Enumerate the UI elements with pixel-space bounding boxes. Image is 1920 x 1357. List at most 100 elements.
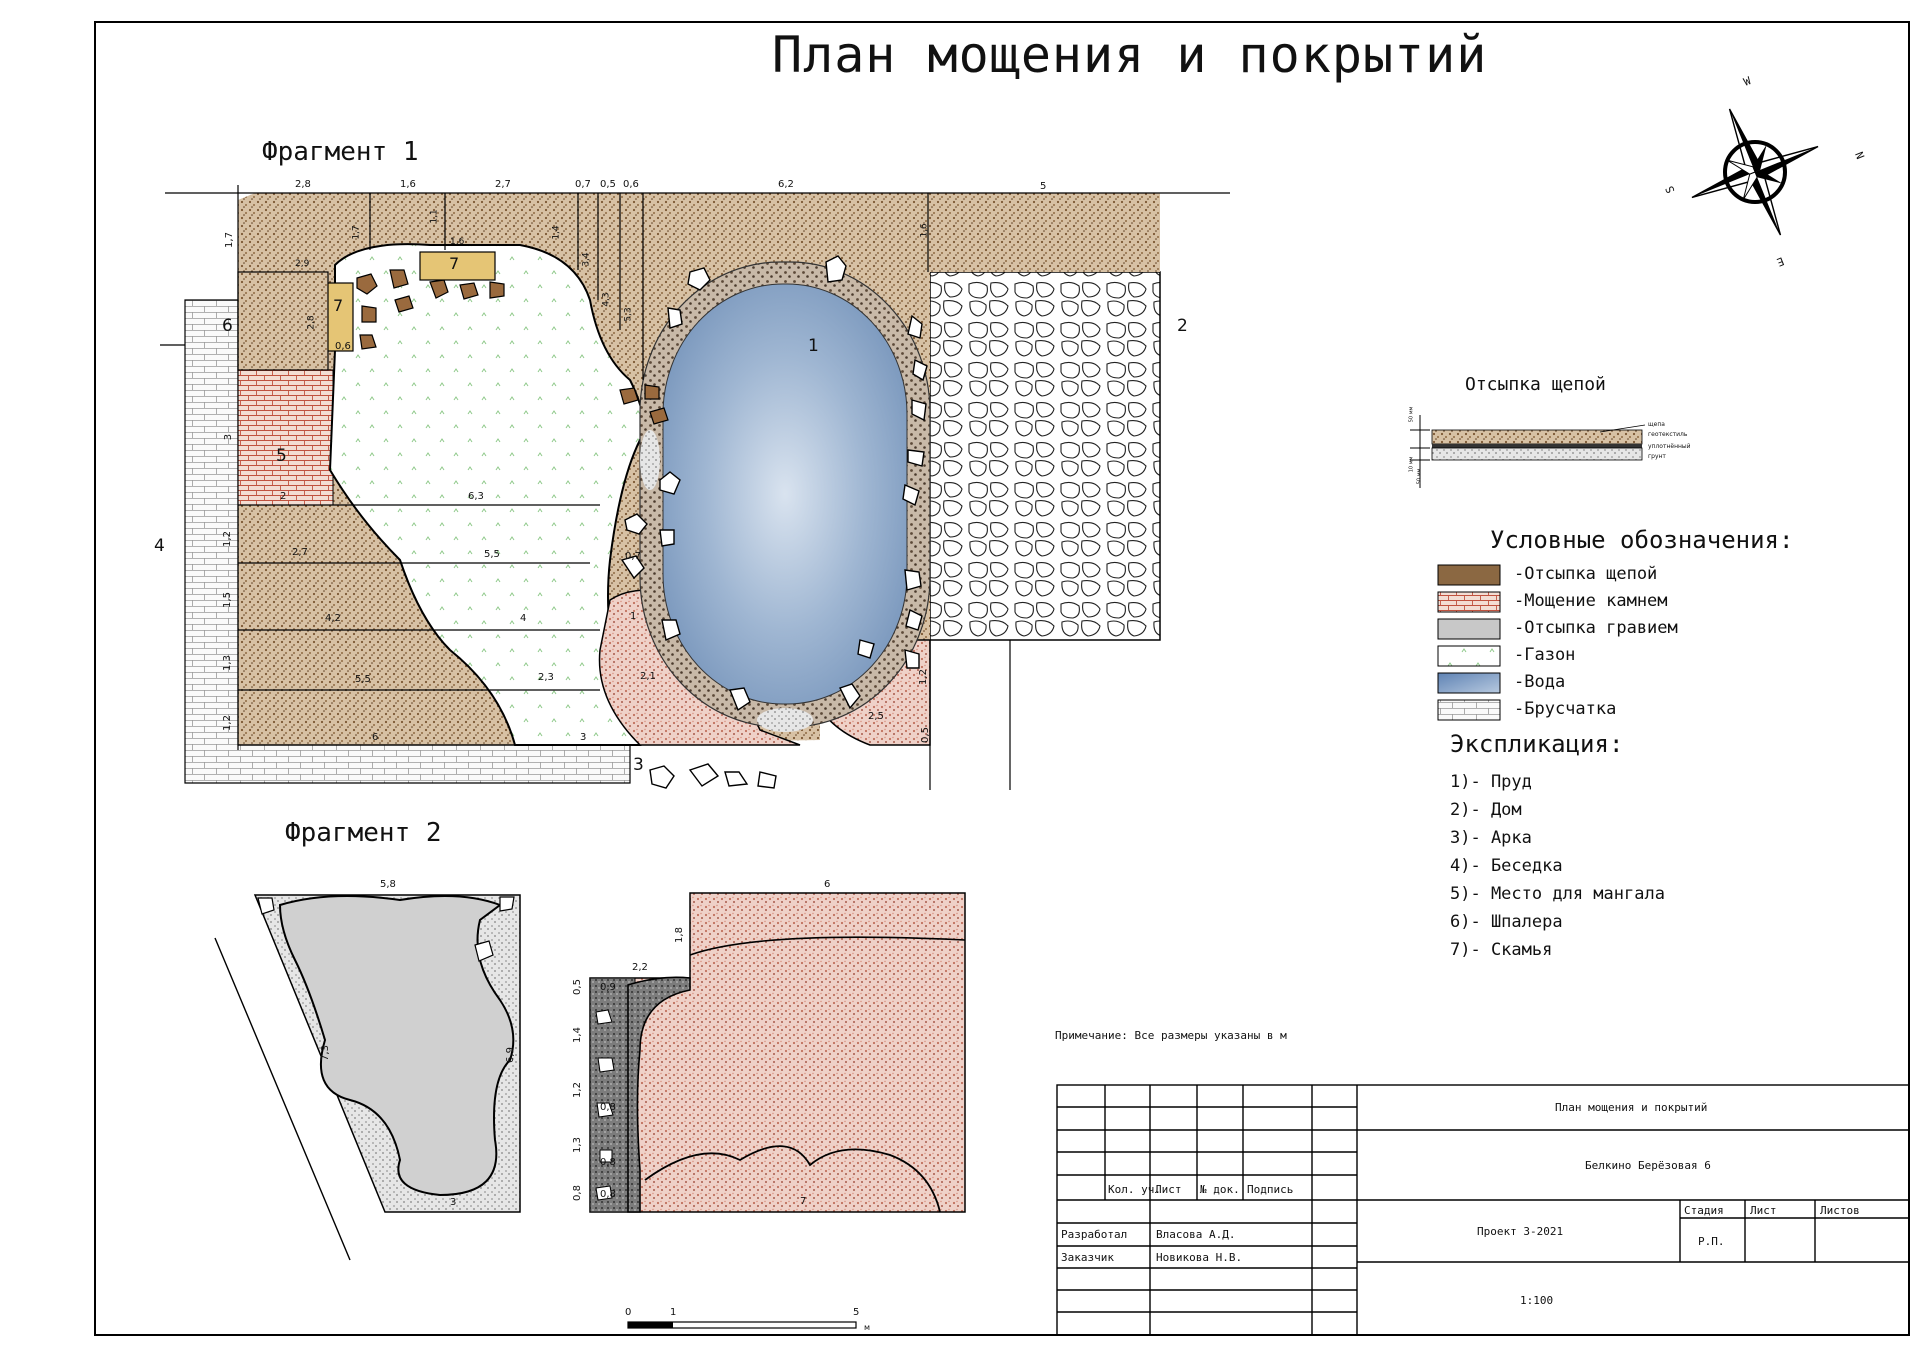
- dim-label: 1,2: [221, 531, 233, 547]
- grill-place-paving: [237, 369, 334, 506]
- legend-label: -Мощение камнем: [1514, 591, 1668, 611]
- dim-label: 2,2: [632, 962, 648, 973]
- dim-label: 7: [800, 1196, 807, 1207]
- legend-label: -Отсыпка щепой: [1514, 564, 1658, 584]
- section-layer: щепа: [1648, 421, 1665, 428]
- dim-label: 0,8: [600, 1189, 616, 1200]
- dim-label: 0,8: [600, 1157, 616, 1168]
- dim-label: 1,6: [400, 179, 416, 190]
- dim-label: 2,8: [306, 315, 317, 330]
- lawn-area: [328, 243, 645, 746]
- dim-label: 1,4: [571, 1027, 583, 1043]
- stamp-role: Разработал: [1061, 1228, 1128, 1241]
- explication-item: 1)- Пруд: [1450, 772, 1532, 792]
- dim-label: 2,1: [640, 671, 656, 682]
- scale-tick: 0: [625, 1307, 632, 1318]
- dim-label: 0,8: [571, 1185, 583, 1201]
- dim-label: 0,6: [623, 179, 639, 190]
- legend-label: -Вода: [1514, 672, 1566, 692]
- stepping-stones: [356, 269, 669, 425]
- dim-label: 2,7: [495, 179, 511, 190]
- stamp-project: Проект 3-2021: [1477, 1225, 1564, 1238]
- dim-label: 3,4: [581, 252, 592, 267]
- dim-label: 5,3: [623, 307, 634, 322]
- dim-label: 1,3: [221, 655, 233, 671]
- section-layer: грунт: [1648, 453, 1666, 460]
- section-detail: [1410, 415, 1646, 488]
- dim-label: 3: [450, 1197, 457, 1208]
- fragment2-stone-plan: [589, 892, 966, 1213]
- dim-label: 1,7: [223, 232, 235, 248]
- legend-label: -Газон: [1514, 645, 1576, 665]
- dim-label: 3: [580, 732, 587, 743]
- stamp-header: Подпись: [1247, 1183, 1294, 1196]
- dim-label: 1,8: [673, 927, 685, 943]
- stamp-name: Новикова Н.В.: [1156, 1251, 1243, 1264]
- dim-label: 1: [630, 611, 637, 622]
- stamp-sheets-header: Листов: [1820, 1204, 1860, 1217]
- grill-label: 5: [276, 446, 287, 466]
- stamp-title: План мощения и покрытий: [1555, 1101, 1708, 1114]
- dimensions-note: Примечание: Все размеры указаны в м: [1055, 1029, 1287, 1042]
- explication-item: 7)- Скамья: [1450, 940, 1553, 960]
- stamp-address: Белкино Берёзовая 6: [1585, 1159, 1711, 1172]
- stamp-stage: Р.П.: [1698, 1235, 1725, 1248]
- dim-label: 6,9: [504, 1047, 516, 1063]
- dim-label: 2,5: [868, 711, 884, 722]
- explication-item: 4)- Беседка: [1450, 856, 1563, 876]
- section-dim: 50 мм: [1408, 406, 1415, 423]
- fragment1-dim-lines: [160, 185, 1230, 790]
- stamp-header: № док.: [1200, 1183, 1240, 1196]
- dim-label: 7,3: [319, 1045, 331, 1061]
- dim-label: 5: [1040, 181, 1047, 192]
- stamp-stage-header: Стадия: [1684, 1204, 1724, 1217]
- dim-label: 1,6: [450, 237, 465, 247]
- pond-rocks: [620, 255, 928, 789]
- dim-label: 0,9: [600, 982, 616, 993]
- arch-label: 3: [633, 755, 644, 775]
- dim-label: 0,8: [600, 1102, 616, 1113]
- dim-label: 4,3: [601, 292, 612, 307]
- pond-water: [662, 283, 908, 705]
- explication-item: 5)- Место для мангала: [1450, 884, 1665, 904]
- dim-label: 1,6: [919, 223, 930, 238]
- dim-label: 5,5: [484, 549, 500, 560]
- compass-rose: [1691, 108, 1819, 236]
- dim-label: 1,4: [551, 225, 562, 240]
- gravel-patch: [757, 708, 813, 732]
- scale-unit: м: [864, 1323, 871, 1332]
- dim-label: 1,7: [351, 225, 362, 240]
- stamp-role: Заказчик: [1061, 1251, 1114, 1264]
- legend-swatches: [1437, 564, 1501, 721]
- dim-label: 4,2: [325, 613, 341, 624]
- dim-label: 4: [520, 613, 527, 624]
- scale-tick: 1: [670, 1307, 677, 1318]
- dim-label: 5,8: [380, 879, 396, 890]
- stamp-scale: 1:100: [1520, 1294, 1554, 1307]
- dim-label: 5,5: [355, 674, 371, 685]
- bench-top: [419, 251, 496, 281]
- gazebo-label: 4: [154, 536, 165, 556]
- explication-item: 6)- Шпалера: [1450, 912, 1563, 932]
- section-dim: 10 мм: [1408, 456, 1415, 473]
- dim-label: 6,3: [468, 491, 484, 502]
- dim-label: 1,3: [571, 1137, 583, 1153]
- dim-label: 1,5: [221, 592, 233, 608]
- dim-label: 1,2: [917, 669, 929, 685]
- section-title: Отсыпка щепой: [1465, 374, 1606, 395]
- gravel-patch: [640, 430, 660, 490]
- dim-label: 1,2: [571, 1082, 583, 1098]
- dim-label: 0,5: [919, 727, 931, 743]
- dim-label: 6: [824, 879, 831, 890]
- fragment2-gravel-plan: [214, 894, 521, 1261]
- pond-label: 1: [808, 336, 819, 356]
- dim-label: 2,8: [295, 179, 311, 190]
- scale-tick: 5: [853, 1307, 860, 1318]
- section-dim: 50 мм: [1416, 468, 1423, 485]
- scale-bar: [627, 1321, 857, 1329]
- stamp-name: Власова А.Д.: [1156, 1228, 1236, 1241]
- dim-label: 0,6: [335, 341, 351, 352]
- stamp-header: Кол. уч.: [1108, 1183, 1161, 1196]
- trellis-area: [237, 271, 329, 371]
